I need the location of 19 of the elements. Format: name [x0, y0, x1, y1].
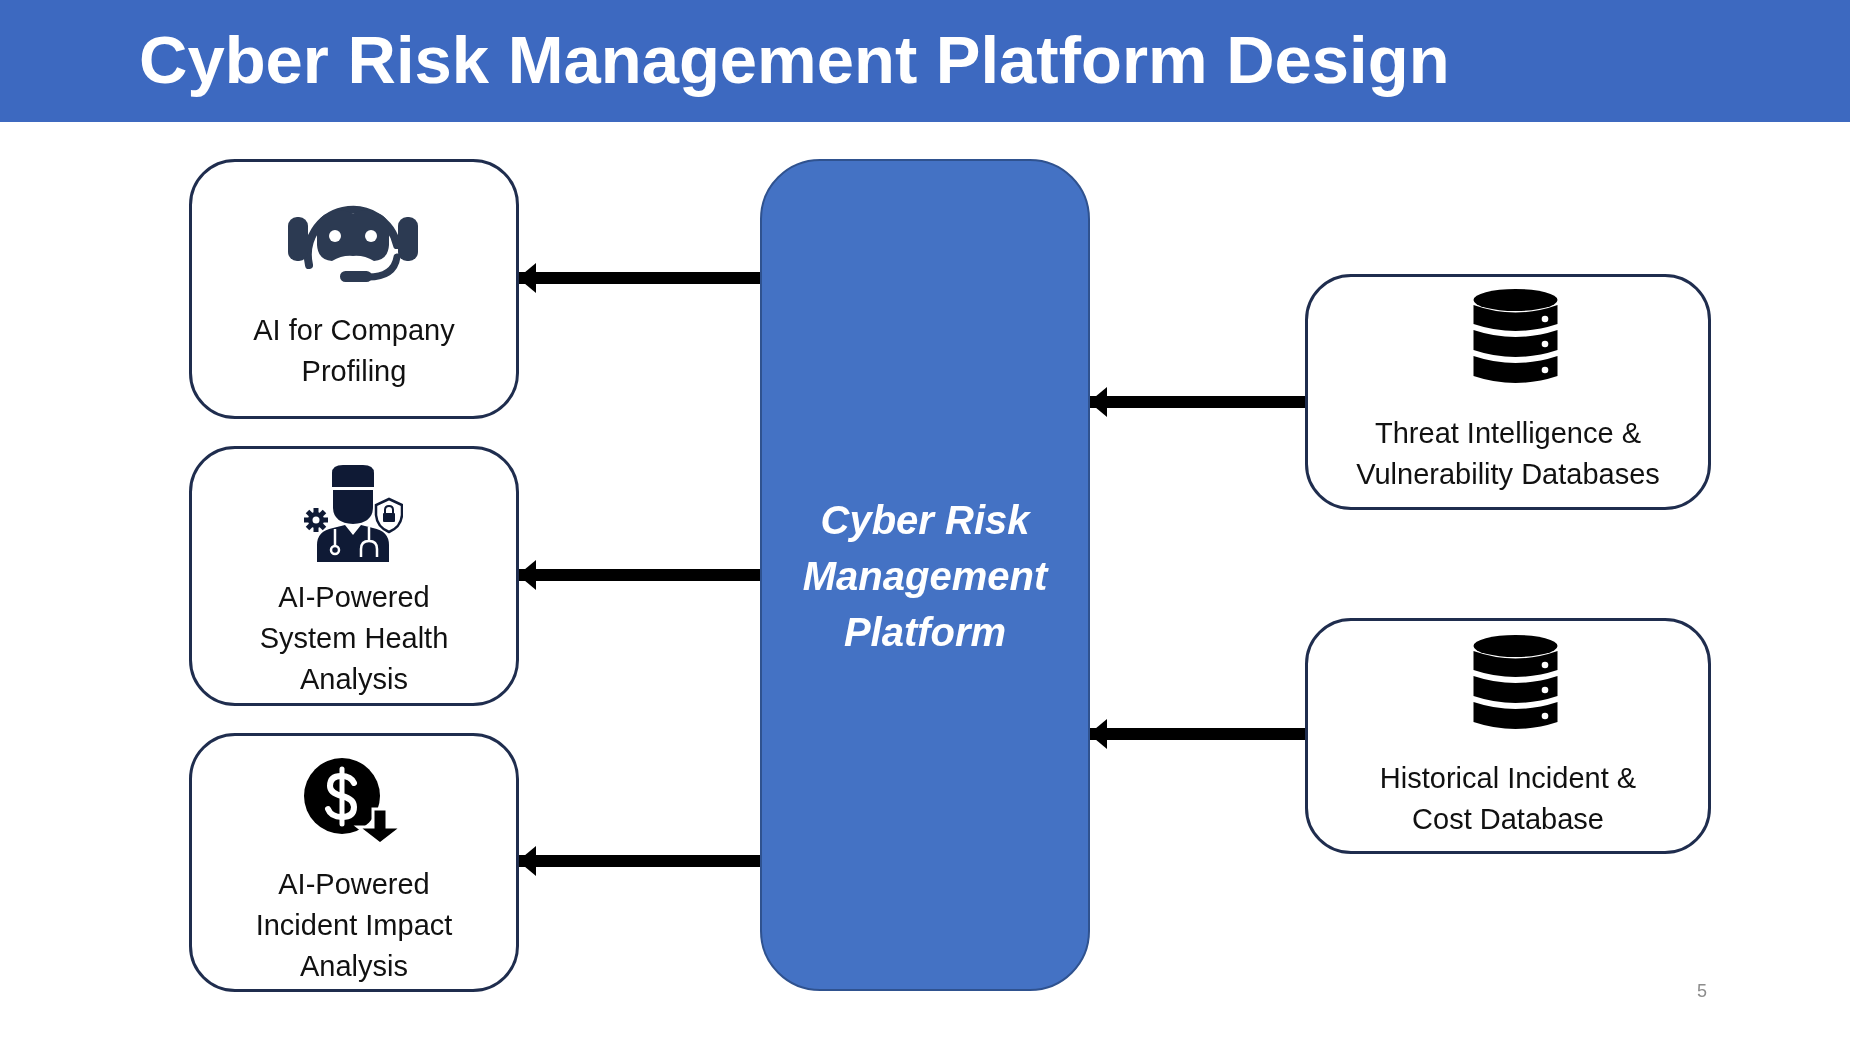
rounded-box: [189, 446, 519, 706]
arrow: [518, 560, 760, 590]
arrow: [518, 263, 760, 293]
rounded-box: [189, 733, 519, 992]
node-label: Historical Incident & Cost Database: [1378, 761, 1638, 837]
rounded-box: [189, 159, 519, 419]
arrow: [1089, 719, 1305, 749]
arrow: [518, 846, 760, 876]
platform-box: [760, 159, 1090, 991]
rounded-box: [1305, 274, 1711, 510]
page-number: 5: [1697, 980, 1707, 1002]
title: Cyber Risk Management Platform Design: [139, 21, 1450, 99]
node-label: AI-Powered Incident Impact Analysis: [254, 867, 454, 984]
rounded-box: [1305, 618, 1711, 854]
arrow: [1089, 387, 1305, 417]
node-label: AI-Powered System Health Analysis: [258, 580, 450, 697]
platform-label: Cyber Risk Management Platform: [801, 497, 1050, 656]
node-label: AI for Company Profiling: [252, 313, 456, 389]
node-label: Threat Intelligence & Vulnerability Databases: [1355, 416, 1661, 492]
